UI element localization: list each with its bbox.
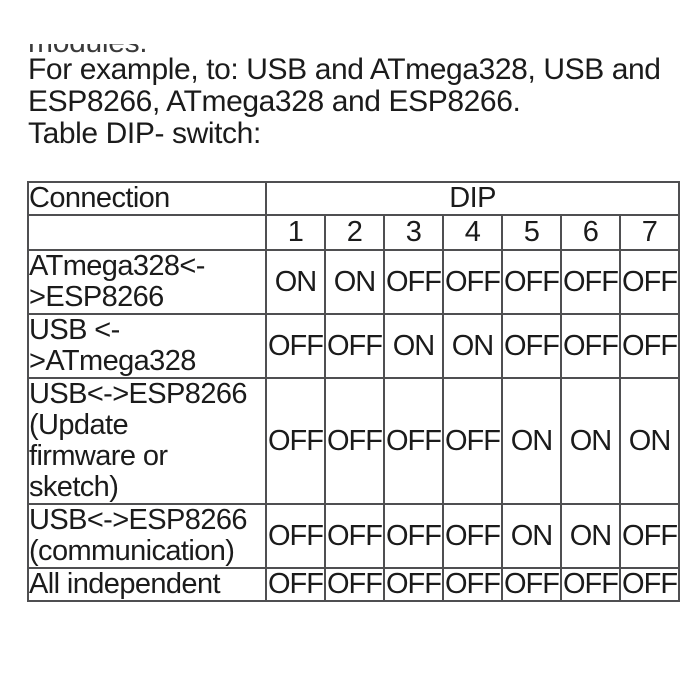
dip-state-cell: OFF <box>618 249 681 315</box>
connection-label-cell: All independent <box>27 567 267 602</box>
pin-number-cell: 2 <box>324 214 385 251</box>
dip-state-cell: OFF <box>324 503 385 569</box>
pin-number-row: 1 2 3 4 5 6 7 <box>27 214 681 251</box>
dip-state-cell: OFF <box>442 249 503 315</box>
dip-state-cell: OFF <box>265 503 326 569</box>
dip-state-cell: OFF <box>324 313 385 379</box>
dip-state-cell: OFF <box>265 377 326 505</box>
dip-state-cell: OFF <box>383 377 444 505</box>
connection-label-cell: USB<->ESP8266 (communication) <box>27 503 267 569</box>
pin-number-cell: 6 <box>560 214 621 251</box>
dip-state-cell: ON <box>324 249 385 315</box>
dip-state-cell: OFF <box>442 377 503 505</box>
pin-number-cell: 5 <box>501 214 562 251</box>
table-row: USB<->ESP8266 (Update firmware or sketch… <box>27 377 681 505</box>
dip-switch-table: Connection DIP 1 2 3 4 5 6 7 ATmega328<-… <box>27 181 681 602</box>
dip-header-cell: DIP <box>264 181 681 216</box>
pin-number-cell: 1 <box>265 214 326 251</box>
dip-state-cell: ON <box>618 377 681 505</box>
dip-state-cell: OFF <box>501 567 562 602</box>
dip-state-cell: OFF <box>265 567 326 602</box>
dip-state-cell: ON <box>501 377 562 505</box>
connection-header-cell: Connection <box>27 181 267 216</box>
dip-state-cell: OFF <box>442 503 503 569</box>
dip-state-cell: OFF <box>618 313 681 379</box>
clipped-previous-line: modules. <box>28 44 328 53</box>
dip-state-cell: ON <box>383 313 444 379</box>
intro-paragraph: For example, to: USB and ATmega328, USB … <box>28 53 661 118</box>
dip-state-cell: OFF <box>442 567 503 602</box>
table-caption: Table DIP- switch: <box>28 117 261 150</box>
connection-label-cell: USB <- >ATmega328 <box>27 313 267 379</box>
dip-state-cell: OFF <box>618 503 681 569</box>
dip-state-cell: OFF <box>560 313 621 379</box>
pin-number-cell: 7 <box>618 214 681 251</box>
pin-number-cell: 4 <box>442 214 503 251</box>
pin-number-cell: 3 <box>383 214 444 251</box>
connection-label-cell: USB<->ESP8266 (Update firmware or sketch… <box>27 377 267 505</box>
dip-state-cell: OFF <box>383 503 444 569</box>
empty-header-cell <box>27 214 267 251</box>
dip-state-cell: OFF <box>265 313 326 379</box>
dip-state-cell: ON <box>442 313 503 379</box>
dip-state-cell: OFF <box>501 249 562 315</box>
dip-state-cell: ON <box>265 249 326 315</box>
dip-state-cell: OFF <box>560 249 621 315</box>
dip-state-cell: OFF <box>618 567 681 602</box>
clipped-previous-line-text: modules. <box>28 44 328 53</box>
dip-state-cell: ON <box>560 503 621 569</box>
dip-state-cell: OFF <box>501 313 562 379</box>
dip-state-cell: OFF <box>560 567 621 602</box>
dip-state-cell: OFF <box>383 249 444 315</box>
dip-state-cell: ON <box>501 503 562 569</box>
dip-state-cell: OFF <box>324 377 385 505</box>
dip-state-cell: ON <box>560 377 621 505</box>
description-text-block: For example, to: USB and ATmega328, USB … <box>28 54 683 150</box>
table-header-row: Connection DIP <box>27 181 681 216</box>
connection-label-cell: ATmega328<- >ESP8266 <box>27 249 267 315</box>
dip-state-cell: OFF <box>324 567 385 602</box>
dip-state-cell: OFF <box>383 567 444 602</box>
